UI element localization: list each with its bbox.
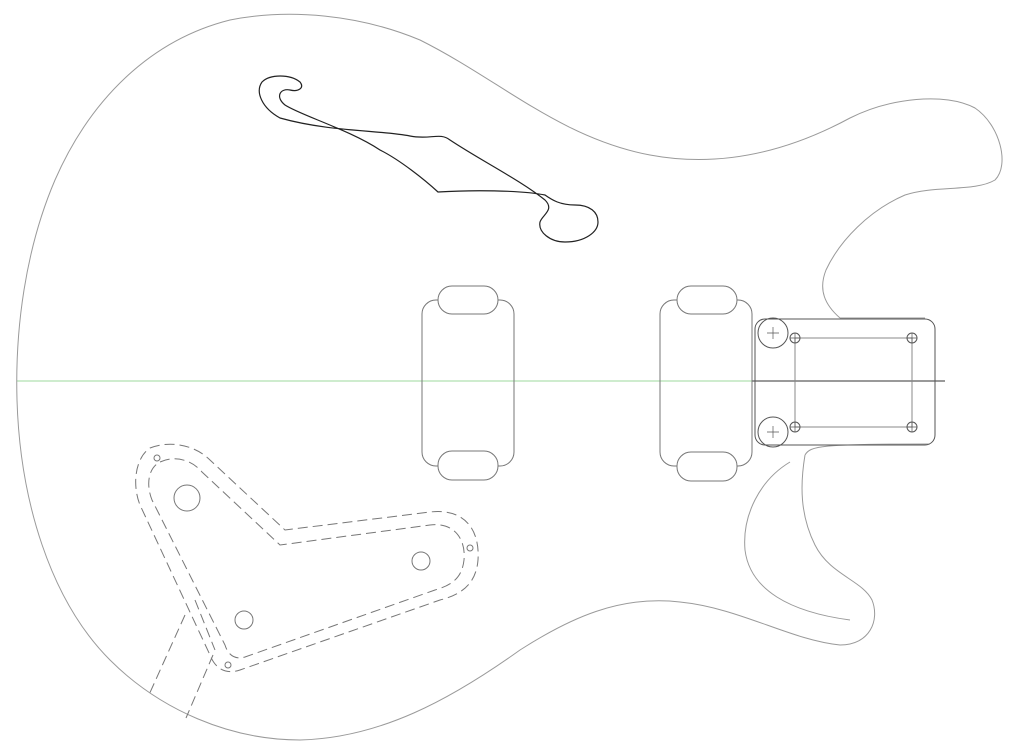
- cover-screw-hole: [466, 544, 474, 552]
- pickup-tab-bottom: [676, 451, 738, 482]
- bridge-pickup: [659, 285, 753, 482]
- wire-channel: [147, 599, 216, 719]
- pickup-tab-top: [437, 285, 499, 315]
- lower-horn-inner-outline: [744, 461, 851, 621]
- pot-hole: [234, 610, 254, 630]
- bridge-plate: [754, 317, 936, 448]
- neck-pocket-edge: [804, 317, 931, 456]
- pickup-tab-bottom: [437, 450, 499, 481]
- pickup-tab-top: [676, 285, 738, 315]
- bridge-inner: [794, 337, 913, 428]
- stud-cross: [767, 327, 779, 438]
- screw-cross: [790, 333, 917, 432]
- stud-hole: [757, 416, 789, 448]
- body-outline: [16, 13, 1003, 741]
- control-holes: [153, 454, 474, 669]
- f-hole: [258, 75, 599, 243]
- pot-hole: [411, 551, 431, 571]
- bridge-outline: [754, 318, 936, 446]
- control-cavity: [135, 443, 479, 719]
- cavity-outer: [135, 443, 479, 673]
- stud-hole: [757, 317, 789, 349]
- cover-screw-hole: [224, 661, 232, 669]
- neck-pickup: [421, 285, 515, 481]
- cavity-inner: [148, 458, 465, 659]
- pot-hole: [173, 484, 201, 512]
- cover-screw-hole: [153, 454, 161, 462]
